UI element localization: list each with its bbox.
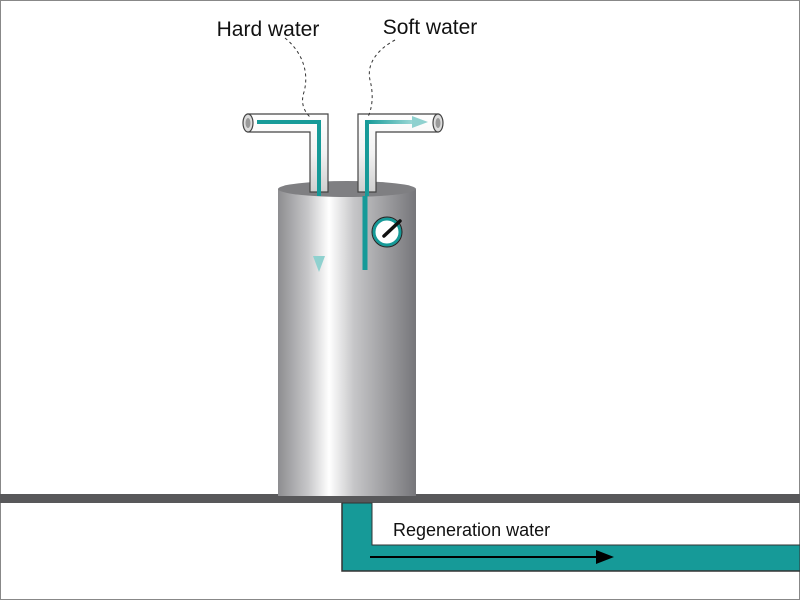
regeneration-drain-pipe [341, 502, 800, 572]
drain-flow-arrow-icon [370, 550, 614, 564]
regeneration-water-label: Regeneration water [393, 520, 550, 540]
tank-top [278, 181, 416, 197]
gauge-icon [371, 216, 403, 248]
soft-water-label: Soft water [383, 16, 478, 39]
hard-water-inlet-pipe [242, 113, 329, 196]
floor-line [0, 494, 800, 503]
soft-water-leader-line [367, 39, 396, 118]
outflow-arrow-icon [412, 116, 428, 128]
hard-water-label: Hard water [217, 18, 320, 41]
hard-water-leader-line [284, 37, 311, 118]
soft-water-outlet-pipe [357, 113, 444, 196]
inflow-down-arrow-icon [313, 196, 325, 272]
